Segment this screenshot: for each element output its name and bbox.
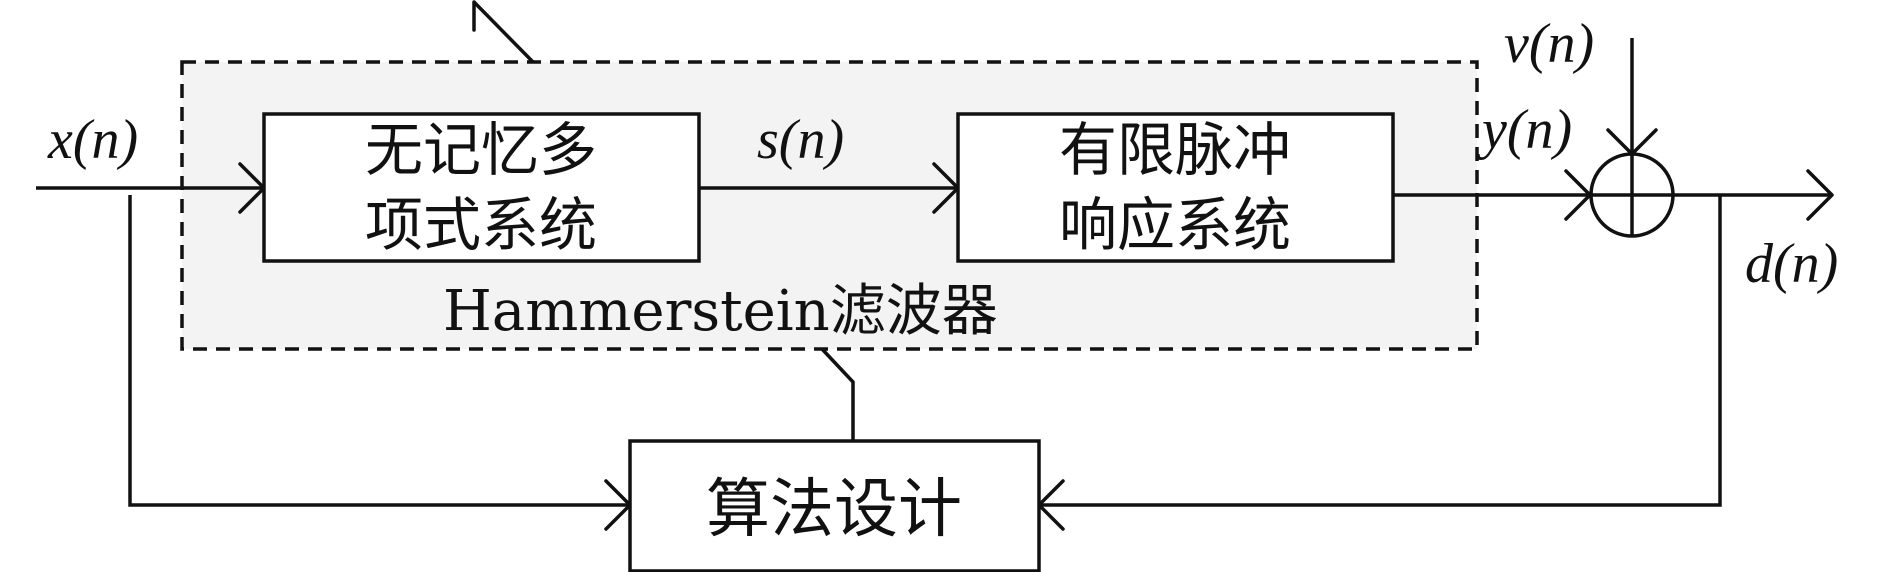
- polynomial-system-block: [262, 112, 701, 263]
- algorithm-design-label: 算法设计: [706, 473, 962, 547]
- adaptation-arrow-line: [472, 0, 535, 64]
- desired-output-arrowhead: [1806, 169, 1834, 221]
- filter-region-label: Hammerstein滤波器: [443, 279, 998, 344]
- algorithm-to-filter-line: [820, 347, 855, 441]
- signal-label-noise: v(n): [1504, 13, 1594, 75]
- signal-label-intermediate: s(n): [757, 109, 844, 171]
- fir-system-label-line1: 有限脉冲: [1059, 116, 1291, 184]
- polynomial-system-label-line2: 项式系统: [365, 191, 597, 259]
- signal-label-desired: d(n): [1745, 233, 1838, 295]
- algorithm-design-block: [628, 439, 1041, 572]
- desired-feedback-line: [1039, 195, 1722, 507]
- polynomial-system-label-line1: 无记忆多: [365, 116, 597, 184]
- fir-system-label-line2: 响应系统: [1059, 191, 1291, 259]
- signal-label-filter-output: y(n): [1477, 99, 1572, 161]
- input-tap-line: [128, 195, 630, 507]
- fir-system-block: [956, 112, 1395, 263]
- signal-label-input: x(n): [47, 109, 138, 171]
